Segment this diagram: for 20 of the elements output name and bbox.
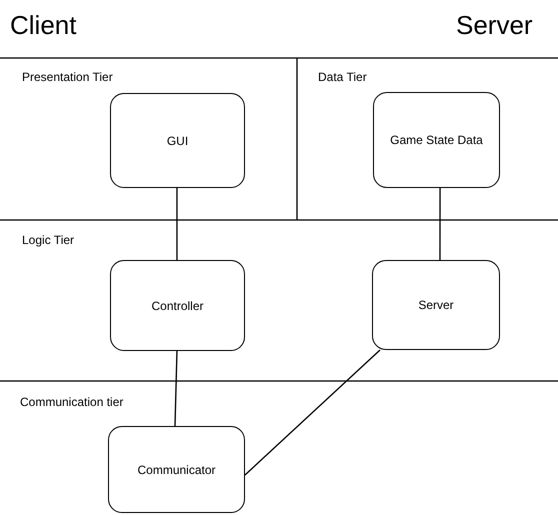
node-label: GUI [166, 132, 190, 148]
node-label: Controller [150, 298, 205, 314]
tier-label: Presentation Tier [22, 70, 113, 84]
process-box [373, 92, 500, 188]
process-box [108, 426, 245, 513]
node-label: Server [417, 297, 455, 313]
process-box [110, 260, 245, 351]
tier-label: Data Tier [318, 70, 367, 84]
connector-line [174, 350, 178, 426]
heading: Server [456, 10, 533, 41]
tier-label: Communication tier [20, 395, 124, 409]
node-label: Communicator [136, 462, 217, 478]
process-box [110, 93, 245, 188]
connector-line [176, 188, 178, 260]
connector-line [244, 350, 380, 476]
heading: Client [10, 10, 76, 41]
node-label: Game State Data [389, 132, 484, 148]
connector-line [439, 188, 441, 260]
tier-label: Logic Tier [22, 233, 74, 247]
process-box [372, 260, 500, 350]
